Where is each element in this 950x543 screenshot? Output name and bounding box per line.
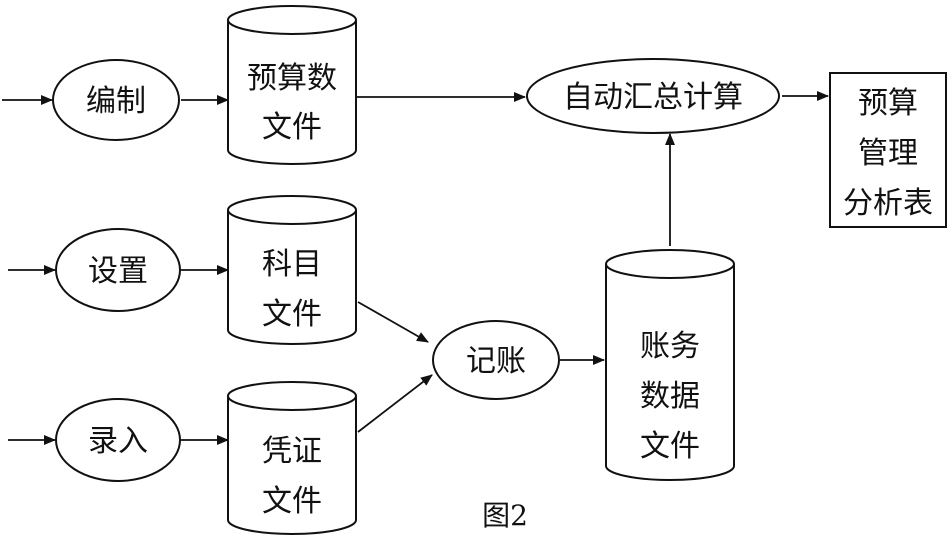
process-setup: 设置 — [55, 228, 181, 312]
process-compile-label: 编制 — [86, 84, 146, 119]
process-entry: 录入 — [55, 398, 181, 482]
file-voucher-line-2: 文件 — [262, 484, 322, 519]
figure-caption: 图2 — [482, 499, 528, 532]
output-report: 预算 管理 分析表 — [829, 72, 947, 228]
process-setup-label: 设置 — [88, 254, 148, 289]
file-subject-line-2: 文件 — [262, 297, 322, 332]
output-report-line-3: 分析表 — [843, 186, 933, 221]
file-budget: 预算数 文件 — [227, 5, 357, 165]
edge-subject-file-posting — [357, 301, 429, 343]
process-entry-label: 录入 — [88, 424, 148, 459]
edge-voucher-file-posting — [357, 374, 433, 433]
process-posting-label: 记账 — [466, 344, 526, 379]
file-ledger-line-2: 数据 — [640, 379, 700, 414]
output-report-line-2: 管理 — [858, 136, 918, 171]
process-compile: 编制 — [52, 59, 180, 141]
file-ledger-line-3: 文件 — [640, 429, 700, 464]
file-subject-line-1: 科目 — [262, 247, 322, 282]
file-voucher-line-1: 凭证 — [262, 434, 322, 469]
file-budget-line-1: 预算数 — [247, 61, 337, 96]
process-auto-summary-label: 自动汇总计算 — [563, 80, 743, 115]
file-ledger-line-1: 账务 — [640, 329, 700, 364]
file-ledger: 账务 数据 文件 — [605, 249, 735, 481]
edges — [2, 91, 829, 445]
process-auto-summary: 自动汇总计算 — [526, 58, 780, 134]
file-budget-line-2: 文件 — [262, 110, 322, 145]
file-voucher: 凭证 文件 — [227, 381, 357, 535]
output-report-line-1: 预算 — [858, 86, 918, 121]
file-subject: 科目 文件 — [227, 195, 357, 345]
process-posting: 记账 — [432, 320, 560, 400]
